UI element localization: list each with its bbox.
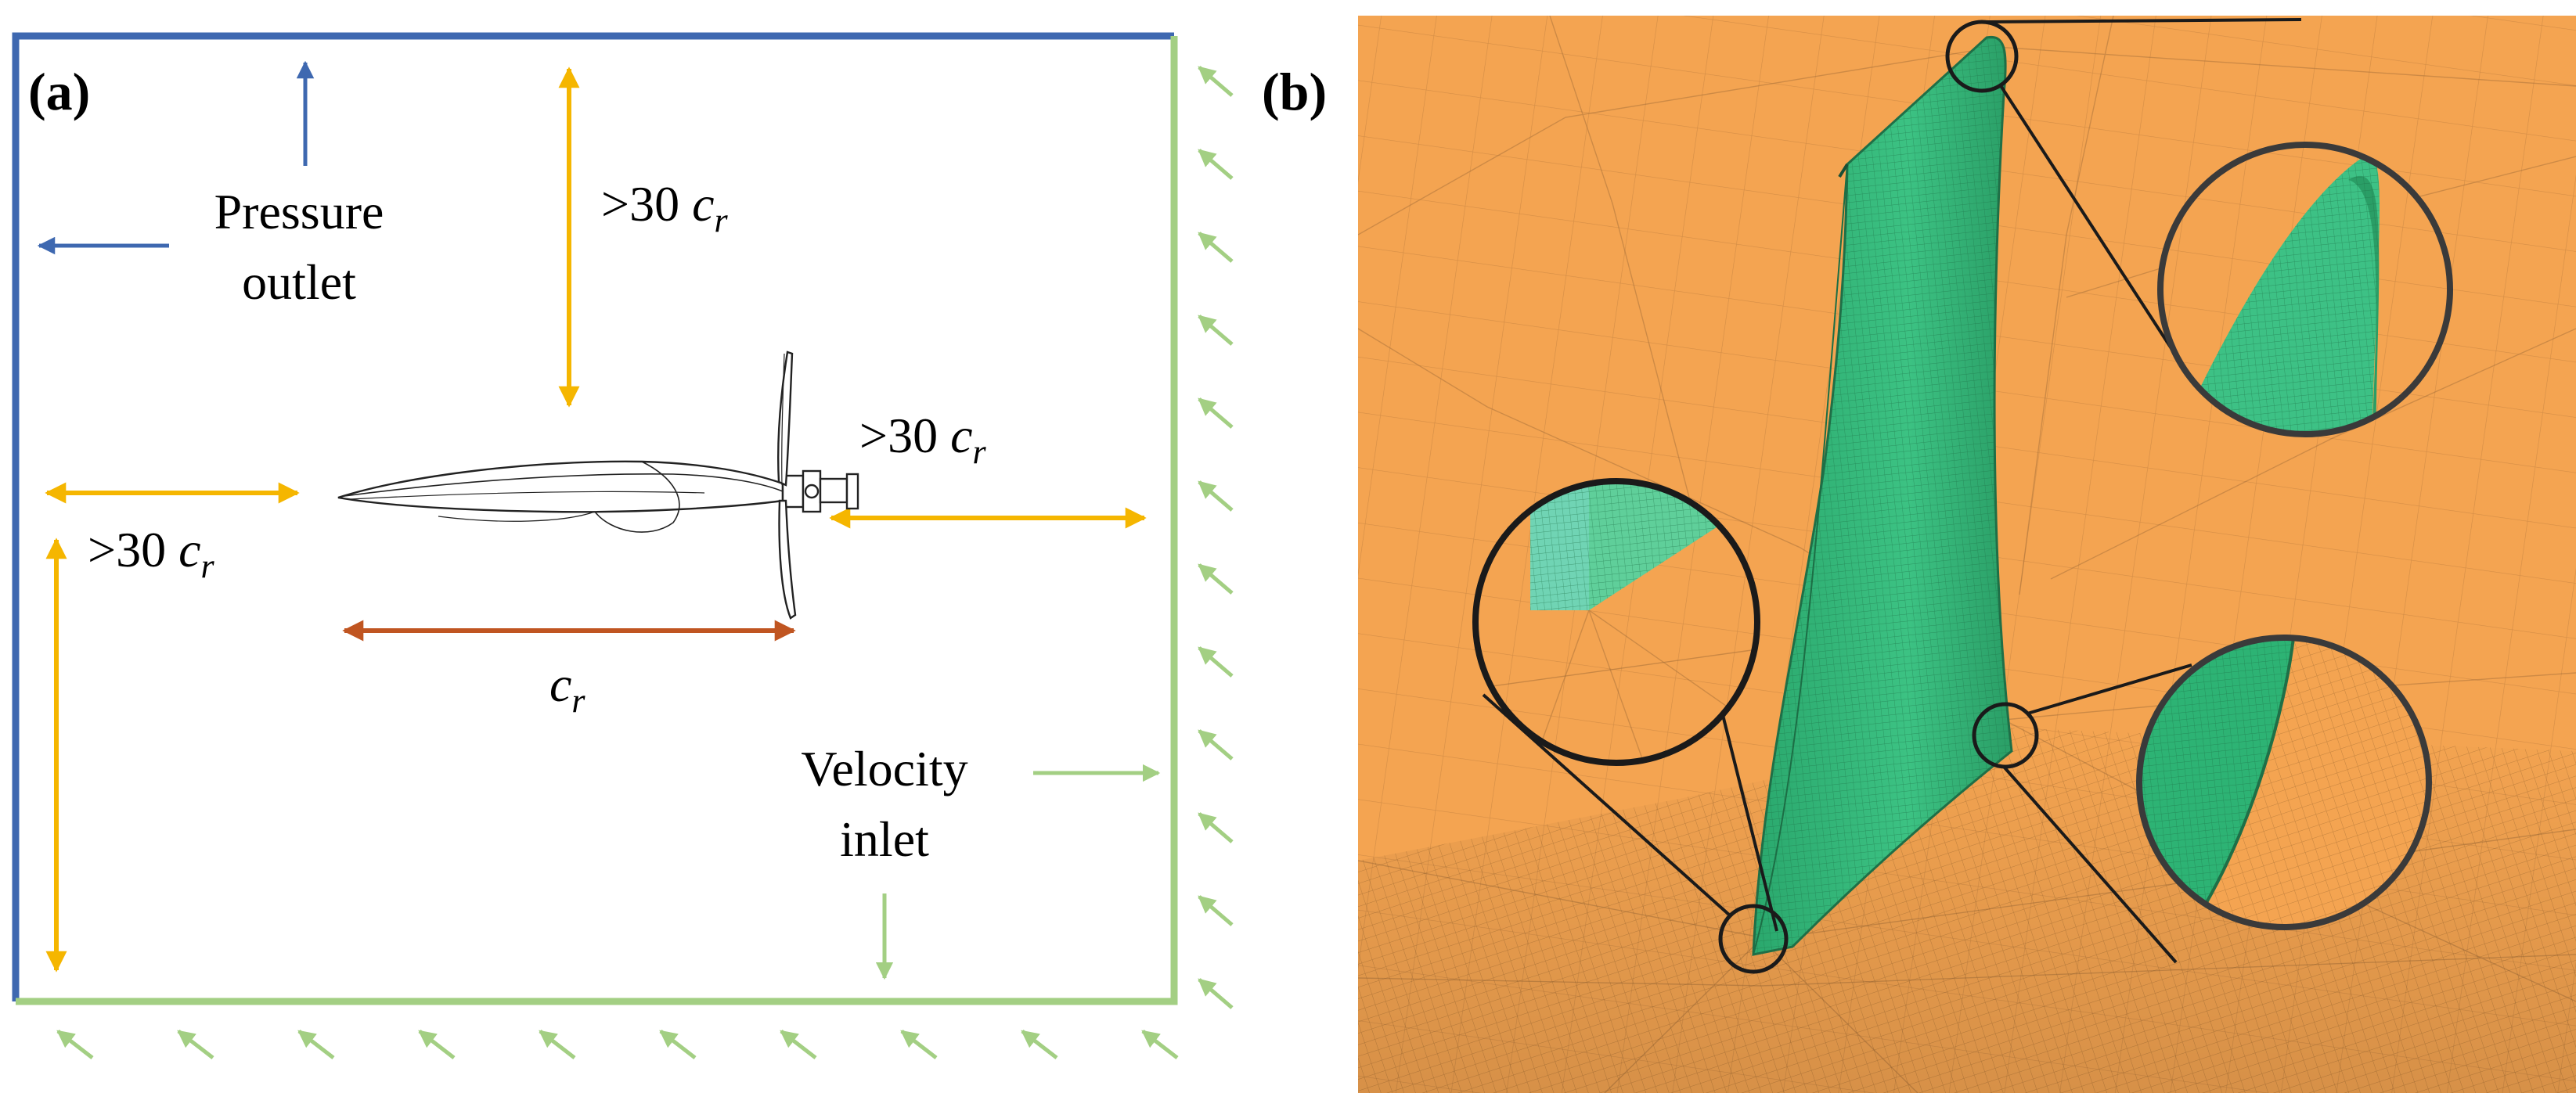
magnifier-tip xyxy=(2157,142,2453,437)
mesh-render xyxy=(1358,16,2576,1093)
velocity-inlet-label-line2: inlet xyxy=(840,811,929,867)
inlet-arrows-bottom xyxy=(56,1030,1179,1059)
velocity-inlet-label-line1: Velocity xyxy=(801,741,967,796)
panel-a-label: (a) xyxy=(28,62,90,121)
magnifier-root-left xyxy=(1472,478,1760,766)
magnifier-root-right xyxy=(2136,635,2432,930)
pressure-outlet-boundary xyxy=(12,32,1174,1001)
inlet-arrows-right xyxy=(1198,66,1234,1009)
chord-label: cr xyxy=(549,656,585,720)
distance-label-left: >30 cr xyxy=(88,522,215,585)
zoom-spot-root-left xyxy=(1718,904,1789,974)
panel-a: (a) Pressure outlet >30 cr >30 cr >30 cr xyxy=(12,32,1234,1059)
velocity-inlet-boundary xyxy=(16,36,1178,1005)
wing-propeller-drawing xyxy=(337,351,859,620)
connector-root-right-top xyxy=(2027,663,2192,715)
pressure-outlet-label-line1: Pressure xyxy=(214,184,384,239)
pressure-outlet-label-line2: outlet xyxy=(242,254,356,310)
distance-label-right: >30 cr xyxy=(859,408,987,471)
distance-label-top: >30 cr xyxy=(601,176,729,239)
connector-tip-top xyxy=(1981,18,2302,23)
connector-tip-bottom xyxy=(1998,83,2185,369)
panel-b-label: (b) xyxy=(1262,62,1327,121)
panel-b: (b) xyxy=(1262,16,2576,1093)
connector-root-right-bottom xyxy=(2002,765,2178,964)
